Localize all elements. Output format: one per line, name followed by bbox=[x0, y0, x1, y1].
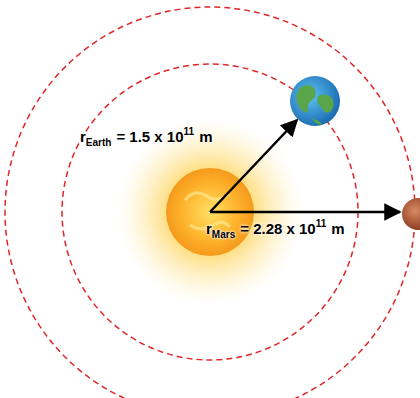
mars bbox=[402, 198, 420, 230]
label-text: r bbox=[206, 220, 212, 237]
label-text: m bbox=[199, 128, 212, 145]
label-text: = 2.28 x 10 bbox=[240, 220, 315, 237]
earth-radius-arrow bbox=[210, 120, 297, 212]
earth-land bbox=[296, 85, 333, 124]
earth-radius-label: rEarth = 1.5 x 1011 m bbox=[80, 128, 212, 145]
subscript: Mars bbox=[212, 229, 235, 240]
mars-orbit bbox=[5, 7, 415, 398]
label-text: = 1.5 x 10 bbox=[116, 128, 183, 145]
mars-radius-label: rMars = 2.28 x 1011 m bbox=[206, 220, 345, 237]
mars-radius-arrow bbox=[210, 211, 400, 214]
exponent: 11 bbox=[316, 218, 327, 229]
label-text: r bbox=[80, 128, 86, 145]
label-text: m bbox=[331, 220, 344, 237]
earth bbox=[290, 76, 340, 126]
subscript: Earth bbox=[86, 137, 112, 148]
exponent: 11 bbox=[184, 126, 195, 137]
